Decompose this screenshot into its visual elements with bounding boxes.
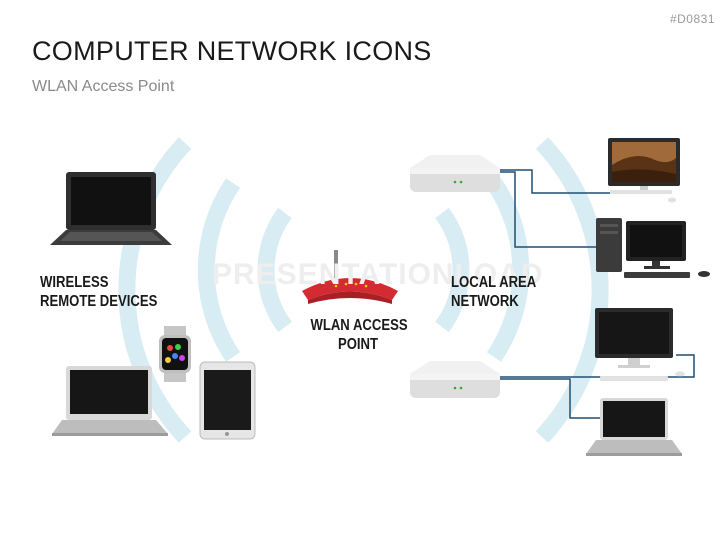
network-switch-bottom-icon — [410, 361, 500, 398]
watermark: PRESENTATIONLOAD — [212, 258, 544, 291]
wireless-label-line-2: REMOTE DEVICES — [40, 293, 158, 310]
monitor-icon — [595, 308, 685, 381]
smartwatch-icon — [159, 326, 191, 382]
wireless-devices-label: WIRELESS REMOTE DEVICES — [40, 273, 157, 311]
slide-title: COMPUTER NETWORK ICONS — [32, 36, 432, 66]
tablet-icon — [199, 361, 256, 440]
access-point-label-line-2: POINT — [337, 336, 379, 353]
wireless-label-line-1: WIRELESS — [40, 274, 109, 291]
imac-icon — [608, 138, 680, 203]
desktop-pc-icon — [596, 218, 710, 278]
slide-code: #D0831 — [669, 12, 715, 26]
network-cables — [496, 169, 695, 419]
local-area-network-label: LOCAL AREA NETWORK — [451, 273, 536, 311]
slide-subtitle: WLAN Access Point — [32, 78, 175, 95]
access-point-label: WLAN ACCESS POINT — [310, 316, 408, 354]
laptop-right-icon — [586, 398, 682, 456]
lan-label-line-1: LOCAL AREA — [451, 274, 537, 291]
access-point-label-line-1: WLAN ACCESS — [310, 317, 408, 334]
wifi-waves-left — [118, 137, 292, 443]
network-switch-top-icon — [410, 155, 500, 192]
laptop-black-icon — [50, 172, 172, 245]
laptop-silver-icon — [52, 366, 168, 436]
lan-label-line-2: NETWORK — [451, 293, 519, 310]
wlan-router-icon — [302, 250, 398, 304]
